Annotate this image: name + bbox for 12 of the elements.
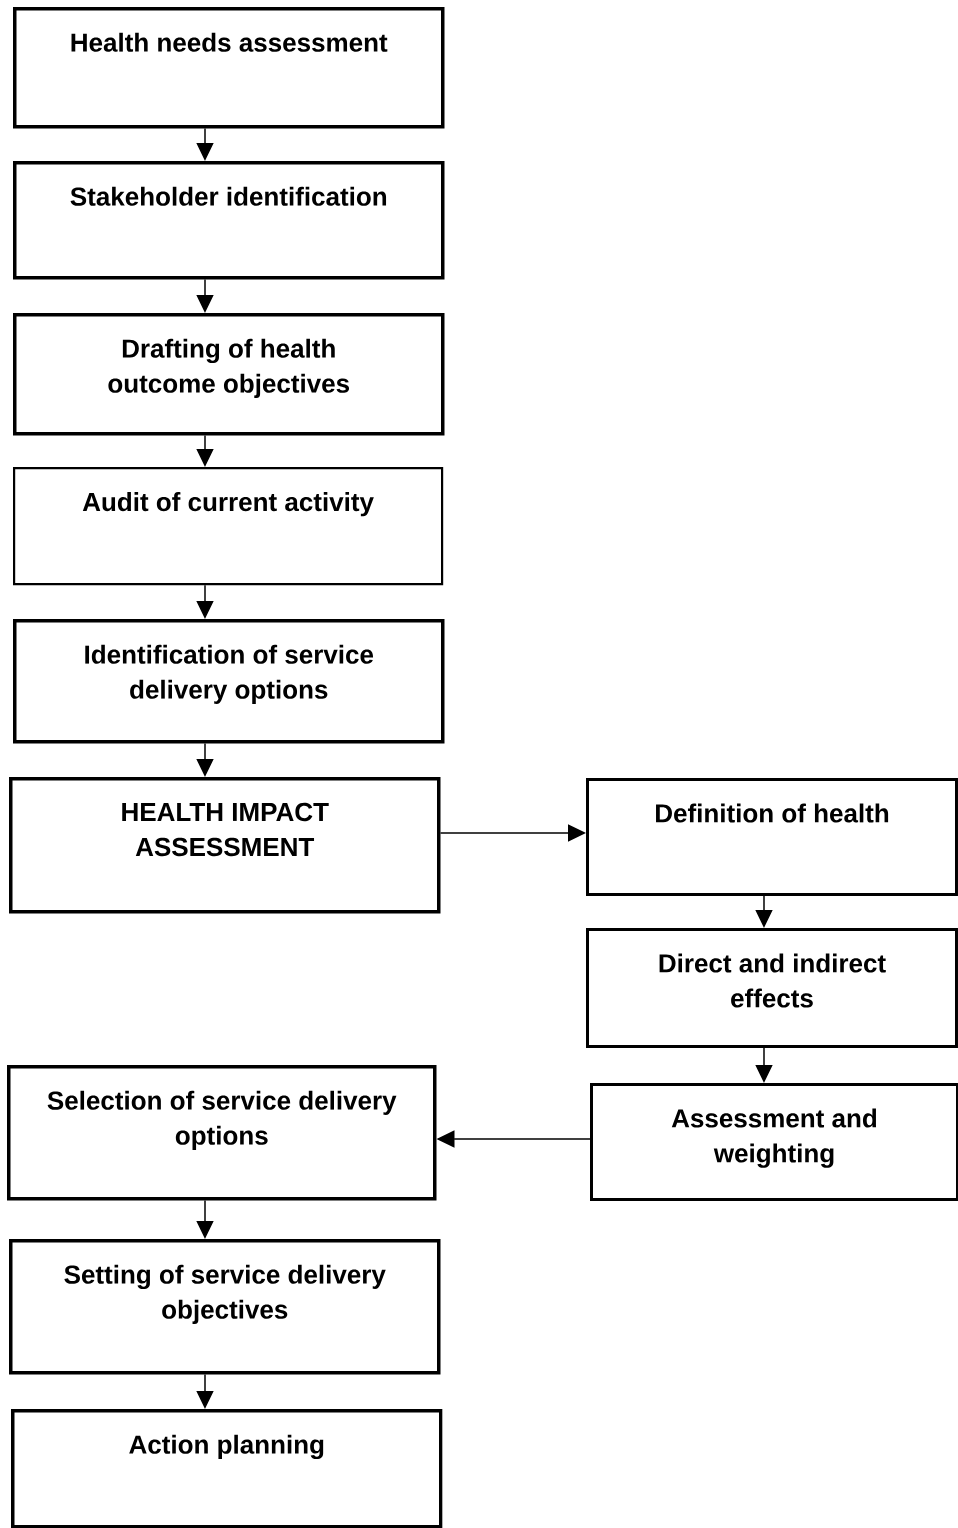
- process-box: Health needs assessment: [13, 7, 445, 129]
- process-box: Definition of health: [586, 778, 958, 896]
- process-box: HEALTH IMPACT ASSESSMENT: [9, 777, 441, 914]
- process-box: Selection of service delivery options: [7, 1065, 437, 1201]
- process-box: Setting of service delivery objectives: [9, 1239, 441, 1375]
- process-box: Assessment and weighting: [590, 1083, 958, 1201]
- process-box: Drafting of health outcome objectives: [13, 313, 445, 436]
- process-box: Identification of service delivery options: [13, 619, 445, 744]
- process-box: Audit of current activity: [13, 467, 444, 586]
- process-box: Stakeholder identification: [13, 161, 445, 280]
- process-box: Action planning: [11, 1409, 443, 1528]
- process-box: Direct and indirect effects: [586, 928, 958, 1048]
